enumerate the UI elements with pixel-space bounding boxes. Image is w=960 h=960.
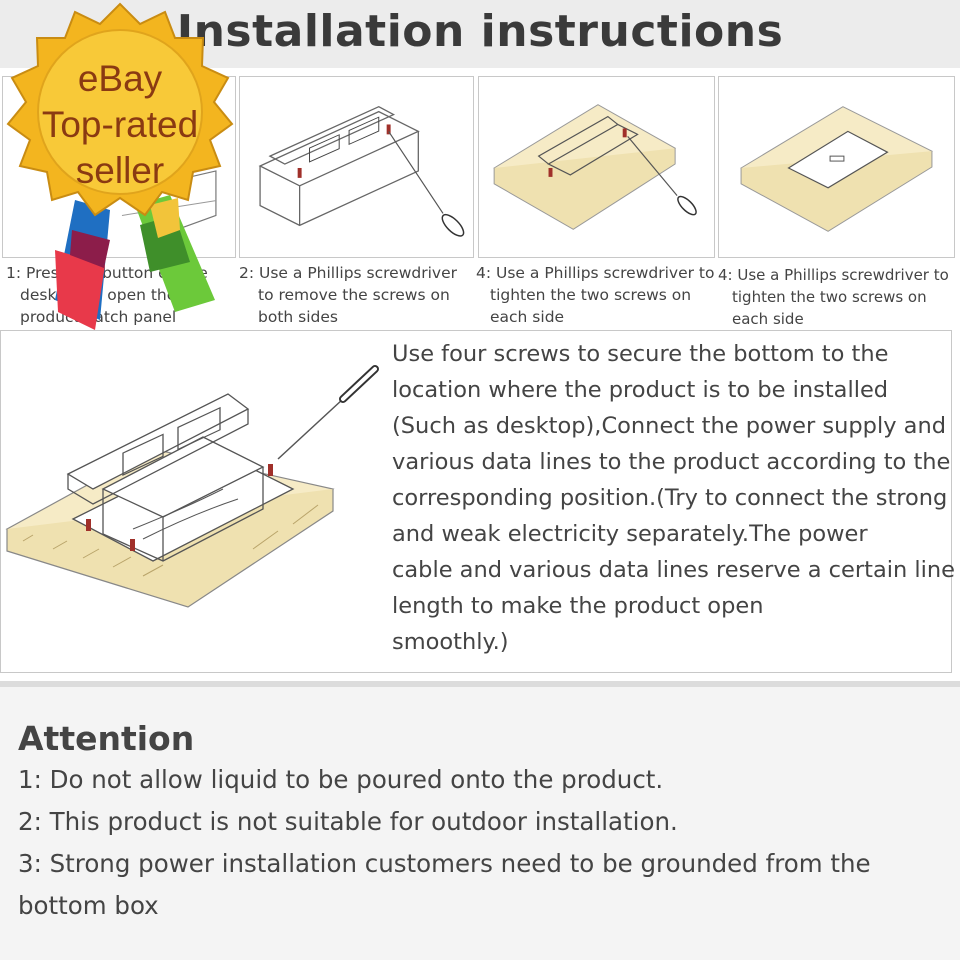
- step-3-illustration: [478, 76, 715, 258]
- step-3-caption: 4: Use a Phillips screwdriver to tighten…: [476, 264, 715, 326]
- page-title: Installation instructions: [176, 6, 784, 57]
- step-4-illustration: [718, 76, 955, 258]
- installation-description: Use four screws to secure the bottom to …: [392, 341, 955, 655]
- installation-illustration: [5, 365, 379, 608]
- badge-label: eBay Top-rated seller: [41, 58, 199, 191]
- attention-item: 1: Do not allow liquid to be poured onto…: [18, 765, 664, 794]
- attention-item: bottom box: [18, 891, 159, 920]
- ebay-top-rated-seller-badge: eBay Top-rated seller: [0, 0, 240, 332]
- installation-panel: [0, 330, 952, 673]
- step-4-caption: 4: Use a Phillips screwdriver to tighten…: [718, 266, 949, 328]
- badge-seal-icon: [6, 2, 234, 330]
- section-divider: [0, 681, 960, 687]
- attention-item: 3: Strong power installation customers n…: [18, 849, 871, 878]
- attention-item: 2: This product is not suitable for outd…: [18, 807, 678, 836]
- step-2-caption: 2: Use a Phillips screwdriver to remove …: [239, 264, 457, 326]
- attention-list: 1: Do not allow liquid to be poured onto…: [18, 759, 871, 927]
- step-2-illustration: [239, 76, 474, 258]
- attention-section: Attention 1: Do not allow liquid to be p…: [0, 687, 960, 960]
- attention-title: Attention: [18, 719, 195, 758]
